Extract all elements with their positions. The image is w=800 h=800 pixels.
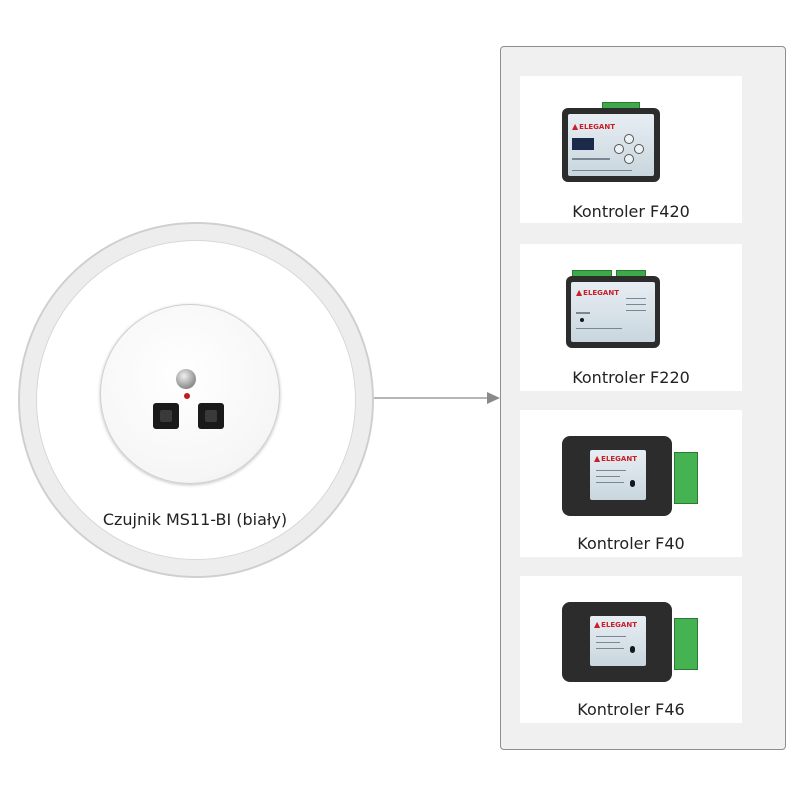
sensor-ir-window-left <box>153 403 179 429</box>
controller-label: Kontroler F420 <box>572 202 690 221</box>
sensor-ir-window-right <box>198 403 224 429</box>
sensor-led <box>184 393 190 399</box>
sensor-device-image <box>100 304 280 484</box>
arrow-head-icon <box>487 392 500 404</box>
controller-label: Kontroler F46 <box>577 700 685 719</box>
controller-label: Kontroler F40 <box>577 534 685 553</box>
sensor-lens <box>176 369 196 389</box>
sensor-label: Czujnik MS11-BI (biały) <box>102 510 288 529</box>
controller-label: Kontroler F220 <box>572 368 690 387</box>
